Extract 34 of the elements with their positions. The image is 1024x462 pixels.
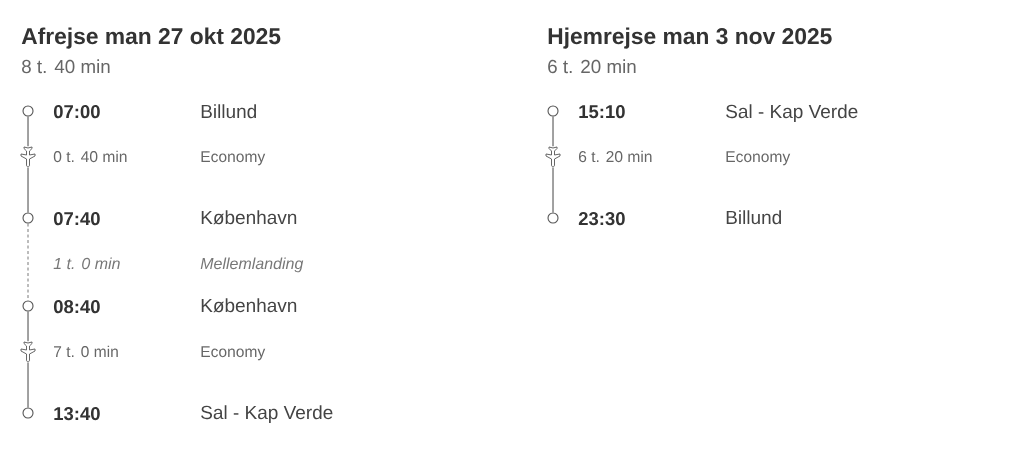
timeline-line (27, 362, 29, 408)
time-text: 13:40 (54, 407, 100, 421)
place-text: Sal - Kap Verde (201, 405, 333, 423)
time-text: 23:30 (578, 212, 625, 226)
timeline-line (552, 116, 554, 147)
time-text: 15:10 (579, 105, 625, 119)
timeline-line (27, 116, 29, 147)
duration-text: 8 t. 40 min (22, 59, 110, 74)
timeline-line (27, 311, 29, 342)
timeline-line (27, 167, 29, 213)
timeline-line (27, 223, 29, 301)
place-text: Billund (726, 210, 781, 225)
cabin-class-text: Economy (201, 346, 266, 361)
cabin-class-text: Economy (201, 151, 266, 166)
duration-text: 6 t. 20 min (548, 59, 636, 74)
place-text: Billund (201, 104, 256, 119)
layover-note: Mellemlanding (200, 257, 304, 273)
time-text: 08:40 (53, 300, 100, 314)
plane-icon (20, 341, 36, 363)
plane-icon (20, 146, 36, 168)
time-text: 07:00 (53, 105, 100, 119)
timeline-line (552, 167, 554, 213)
heading: Afrejse man 27 okt 2025 (21, 27, 281, 49)
layover-duration-text: 1 t. 0 min (53, 257, 120, 270)
place-text: København (201, 298, 297, 313)
time-text: 07:40 (53, 212, 100, 226)
plane-icon (545, 146, 561, 168)
place-text: Sal - Kap Verde (726, 104, 858, 122)
cabin-class-text: Economy (726, 151, 791, 166)
flight-duration-text: 0 t. 40 min (53, 150, 127, 163)
heading: Hjemrejse man 3 nov 2025 (548, 27, 832, 49)
flight-duration-text: 7 t. 0 min (54, 345, 118, 358)
place-text: København (201, 210, 297, 225)
flight-duration-text: 6 t. 20 min (579, 150, 652, 163)
